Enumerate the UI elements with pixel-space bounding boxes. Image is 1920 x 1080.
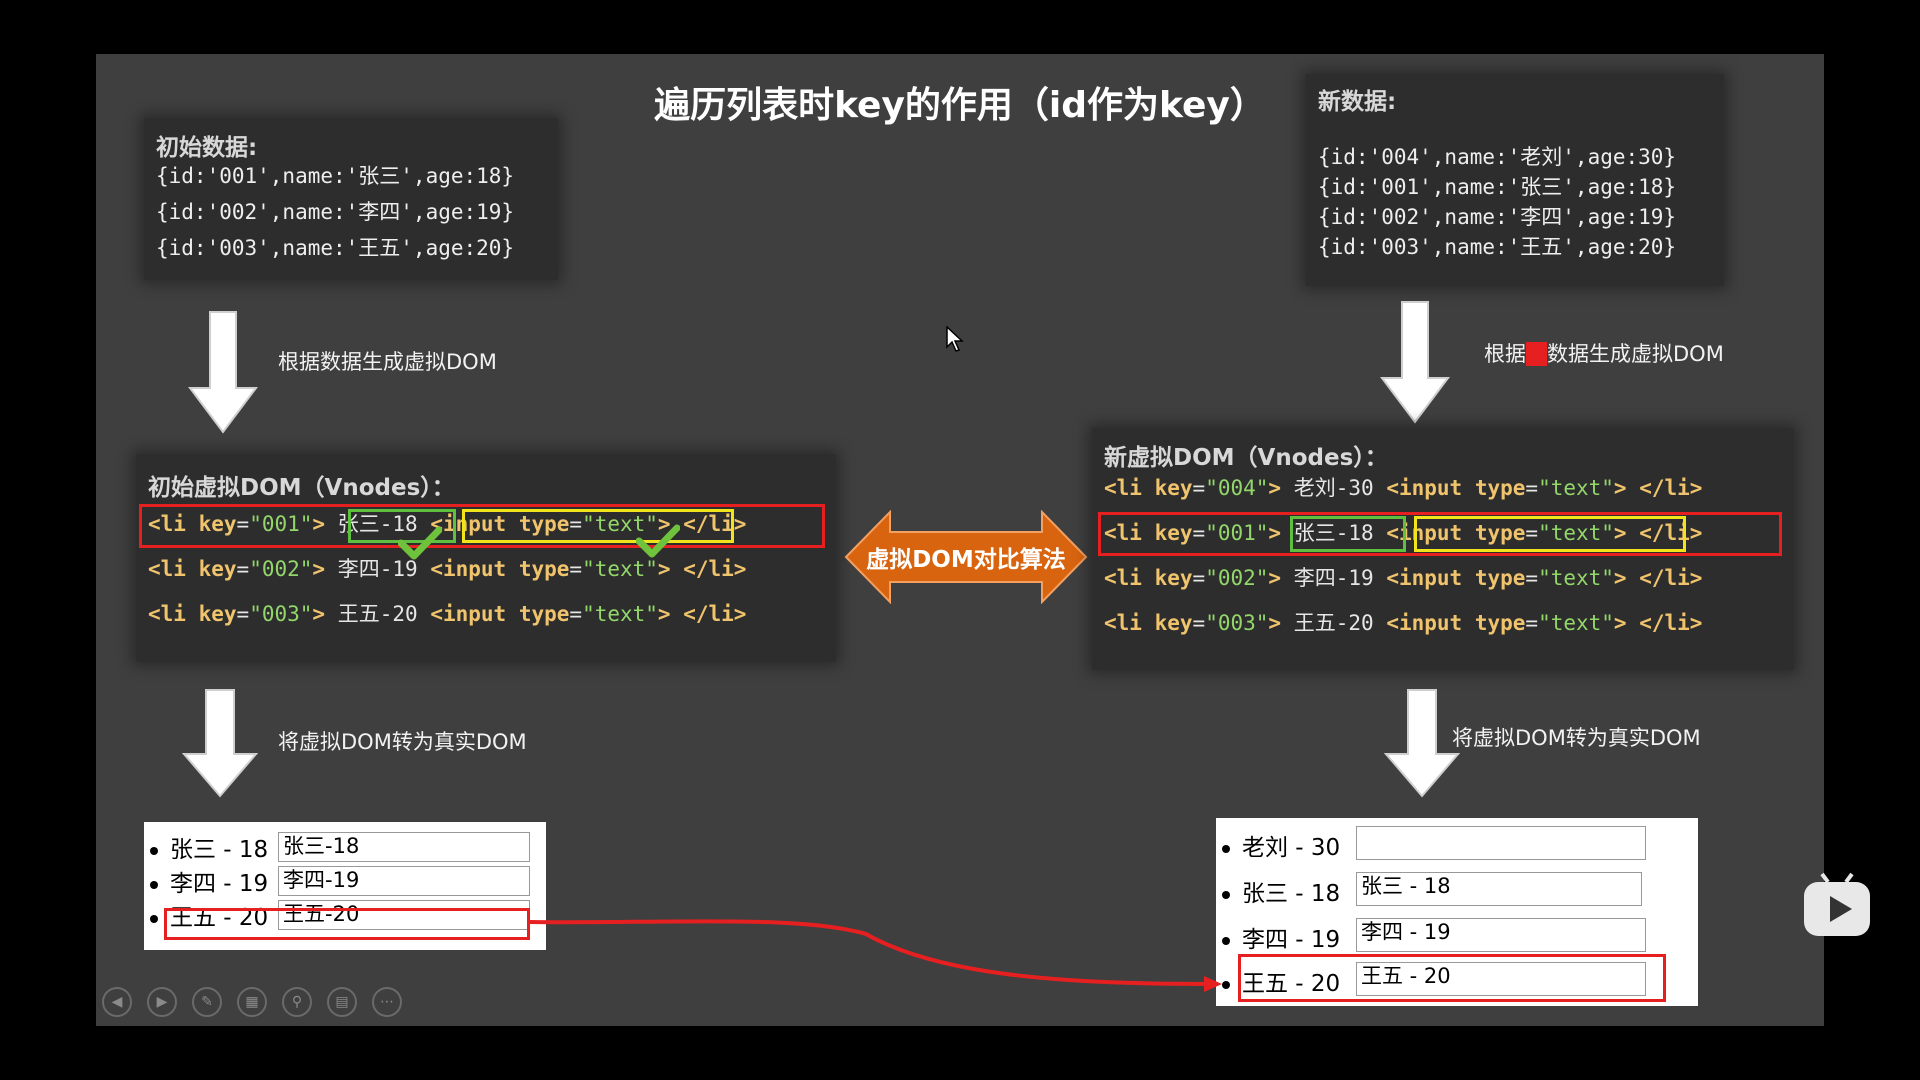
list-item: 王五 - 20 — [1222, 964, 1340, 998]
convert-real-dom-label: 将虚拟DOM转为真实DOM — [278, 730, 527, 754]
item-highlight-red — [164, 908, 530, 940]
initial-vdom-heading: 初始虚拟DOM（Vnodes）： — [148, 475, 455, 501]
row-highlight-red — [1098, 512, 1782, 556]
text-input[interactable]: 张三 - 18 — [1356, 872, 1642, 906]
subtitle-icon[interactable]: ▤ — [327, 987, 357, 1017]
real-dom-new: 老刘 - 30 张三 - 18 张三 - 18 李四 - 19 李四 - 19 … — [1216, 818, 1698, 1006]
slides-icon[interactable]: ▦ — [237, 987, 267, 1017]
generate-vdom-label: 根据数据生成虚拟DOM — [278, 350, 497, 374]
list-item: 李四 - 19 — [150, 864, 268, 898]
list-item: 老刘 - 30 — [1222, 828, 1340, 862]
diff-double-arrow-icon — [844, 510, 1088, 604]
initial-vdom-box: 初始虚拟DOM（Vnodes）： <li key="001"> 张三-18 <i… — [136, 454, 836, 662]
item-highlight-red — [1238, 954, 1666, 1002]
diff-algorithm-label: 虚拟DOM对比算法 — [866, 547, 1066, 573]
new-data-row: {id:'002',name:'李四',age:19} — [1318, 205, 1677, 229]
initial-data-row: {id:'003',name:'王五',age:20} — [156, 236, 515, 260]
generate-new-vdom-label-a: 根据 — [1484, 342, 1526, 366]
zoom-icon[interactable]: ⚲ — [282, 987, 312, 1017]
new-highlight: 新 — [1526, 342, 1547, 366]
initial-data-row: {id:'001',name:'张三',age:18} — [156, 164, 515, 188]
more-icon[interactable]: ⋯ — [372, 987, 402, 1017]
initial-vdom-row: <li key="001"> 张三-18 <input type="text">… — [148, 512, 747, 536]
new-vdom-row: <li key="002"> 李四-19 <input type="text">… — [1104, 566, 1703, 590]
initial-vdom-row: <li key="003"> 王五-20 <input type="text">… — [148, 602, 747, 626]
initial-data-row: {id:'002',name:'李四',age:19} — [156, 200, 515, 224]
input-highlight-yellow — [462, 509, 734, 543]
prev-icon[interactable]: ◀ — [102, 987, 132, 1017]
new-vdom-row: <li key="003"> 王五-20 <input type="text">… — [1104, 611, 1703, 635]
generate-new-vdom-label: 根据新数据生成虚拟DOM — [1484, 338, 1724, 368]
input-highlight-yellow — [1414, 516, 1686, 552]
new-data-row: {id:'004',name:'老刘',age:30} — [1318, 145, 1677, 169]
row-highlight-red — [139, 504, 825, 548]
down-arrow-icon — [1380, 301, 1450, 424]
initial-data-heading: 初始数据: — [156, 135, 258, 161]
slide-title: 遍历列表时key的作用（id作为key） — [654, 85, 1266, 126]
new-vdom-heading: 新虚拟DOM（Vnodes）： — [1104, 445, 1388, 471]
check-icon — [636, 524, 680, 558]
list-item: 李四 - 19 — [1222, 920, 1340, 954]
down-arrow-icon — [188, 311, 258, 434]
pen-icon[interactable]: ✎ — [192, 987, 222, 1017]
text-input[interactable] — [1356, 826, 1646, 860]
connector-arrow-icon — [529, 919, 1222, 992]
down-arrow-icon — [182, 689, 258, 798]
real-dom-initial: 张三 - 18 张三-18 李四 - 19 李四-19 王五 - 20 王五-2… — [144, 822, 546, 950]
new-data-row: {id:'001',name:'张三',age:18} — [1318, 175, 1677, 199]
text-input[interactable]: 王五-20 — [278, 900, 530, 930]
text-input[interactable]: 张三-18 — [278, 832, 530, 862]
down-arrow-icon — [1384, 689, 1460, 798]
list-item: 张三 - 18 — [150, 830, 268, 864]
new-vdom-row: <li key="001"> 张三-18 <input type="text">… — [1104, 521, 1703, 545]
check-icon — [398, 526, 442, 560]
slide: 遍历列表时key的作用（id作为key） 初始数据: {id:'001',nam… — [96, 54, 1824, 1026]
list-item: 张三 - 18 — [1222, 874, 1340, 908]
next-icon[interactable]: ▶ — [147, 987, 177, 1017]
new-data-row: {id:'003',name:'王五',age:20} — [1318, 235, 1677, 259]
new-data-box: 新数据: {id:'004',name:'老刘',age:30} {id:'00… — [1306, 74, 1724, 286]
generate-new-vdom-label-b: 数据生成虚拟DOM — [1547, 342, 1724, 366]
initial-data-box: 初始数据: {id:'001',name:'张三',age:18} {id:'0… — [144, 118, 558, 280]
text-input[interactable]: 李四 - 19 — [1356, 918, 1646, 952]
new-data-heading: 新数据: — [1318, 89, 1397, 115]
new-vdom-row: <li key="004"> 老刘-30 <input type="text">… — [1104, 476, 1703, 500]
text-highlight-green — [1290, 516, 1406, 552]
new-vdom-box: 新虚拟DOM（Vnodes）： <li key="004"> 老刘-30 <in… — [1092, 428, 1794, 670]
initial-vdom-row: <li key="002"> 李四-19 <input type="text">… — [148, 557, 747, 581]
cursor-icon — [946, 326, 964, 352]
play-icon[interactable] — [1802, 872, 1872, 938]
convert-real-dom-label: 将虚拟DOM转为真实DOM — [1452, 726, 1701, 750]
text-input[interactable]: 王五 - 20 — [1356, 962, 1646, 996]
text-input[interactable]: 李四-19 — [278, 866, 530, 896]
